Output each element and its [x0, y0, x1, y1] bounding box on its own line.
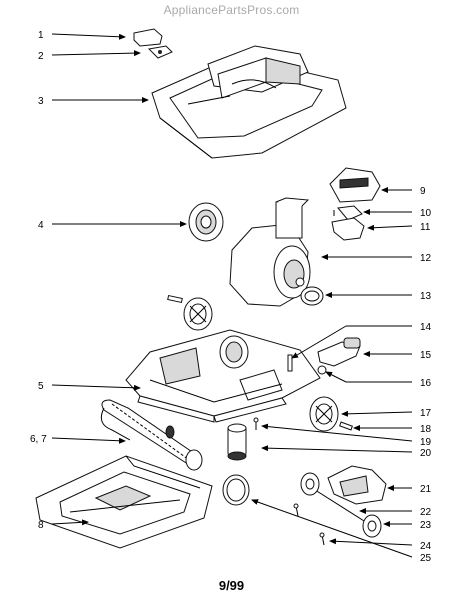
part-3-hood — [151, 45, 347, 159]
page-footer-date: 9/99 — [218, 578, 245, 593]
part-25-belt-ring — [222, 474, 250, 506]
part-8-bottom-plate — [35, 455, 213, 549]
part-9-pedal — [329, 167, 381, 203]
part-14-latch — [287, 354, 293, 372]
part-23-rear-wheels — [300, 472, 382, 538]
part-22-axle — [311, 487, 373, 527]
callout-20: 20 — [420, 448, 432, 459]
callout-17: 17 — [420, 408, 432, 419]
callout-25: 25 — [420, 553, 432, 564]
part-5-base-housing — [125, 329, 321, 423]
callout-6-7: 6, 7 — [30, 434, 47, 445]
callout-12: 12 — [420, 253, 432, 264]
callout-24: 24 — [420, 541, 432, 552]
callout-labels-left: 1 2 3 4 5 6, 7 8 — [30, 30, 47, 531]
callout-4: 4 — [38, 220, 44, 231]
leader-lines — [51, 33, 413, 558]
part-18-axle-pin — [339, 421, 353, 431]
callout-11: 11 — [420, 222, 431, 233]
callout-23: 23 — [420, 520, 432, 531]
callout-18: 18 — [420, 424, 432, 435]
callout-14: 14 — [420, 322, 432, 333]
part-1-cover — [133, 28, 163, 47]
callout-19: 19 — [420, 437, 432, 448]
part-11-bracket — [331, 217, 365, 241]
callout-13: 13 — [420, 291, 432, 302]
part-2-clip — [147, 45, 173, 59]
part-12-motor — [229, 197, 311, 307]
callout-10: 10 — [420, 208, 432, 219]
watermark: AppliancePartsPros.com — [163, 3, 300, 17]
callout-3: 3 — [38, 96, 44, 107]
callout-1: 1 — [38, 30, 44, 41]
callout-5: 5 — [38, 381, 44, 392]
part-6-7-brushroll-belt — [100, 399, 203, 471]
callout-8: 8 — [38, 520, 44, 531]
callout-2: 2 — [38, 51, 44, 62]
part-13-seal — [300, 286, 324, 306]
callout-16: 16 — [420, 378, 432, 389]
part-21-axle-housing — [327, 465, 387, 505]
part-17-wheel — [309, 396, 339, 432]
part-19-screw — [253, 417, 259, 430]
callout-22: 22 — [420, 507, 432, 518]
callout-9: 9 — [420, 186, 426, 197]
left-wheel — [167, 294, 213, 331]
callout-21: 21 — [420, 484, 432, 495]
part-20-agitator-bearing — [227, 423, 247, 461]
callout-15: 15 — [420, 350, 432, 361]
part-10-screw-clip — [333, 205, 363, 221]
part-4-bearing — [188, 202, 224, 242]
part-15-pedal-arm — [317, 337, 361, 367]
part-24-screws — [293, 503, 325, 546]
part-16-spring — [317, 365, 327, 375]
callout-labels-right: 9 10 11 12 13 14 15 16 17 18 19 20 21 22… — [420, 186, 432, 564]
